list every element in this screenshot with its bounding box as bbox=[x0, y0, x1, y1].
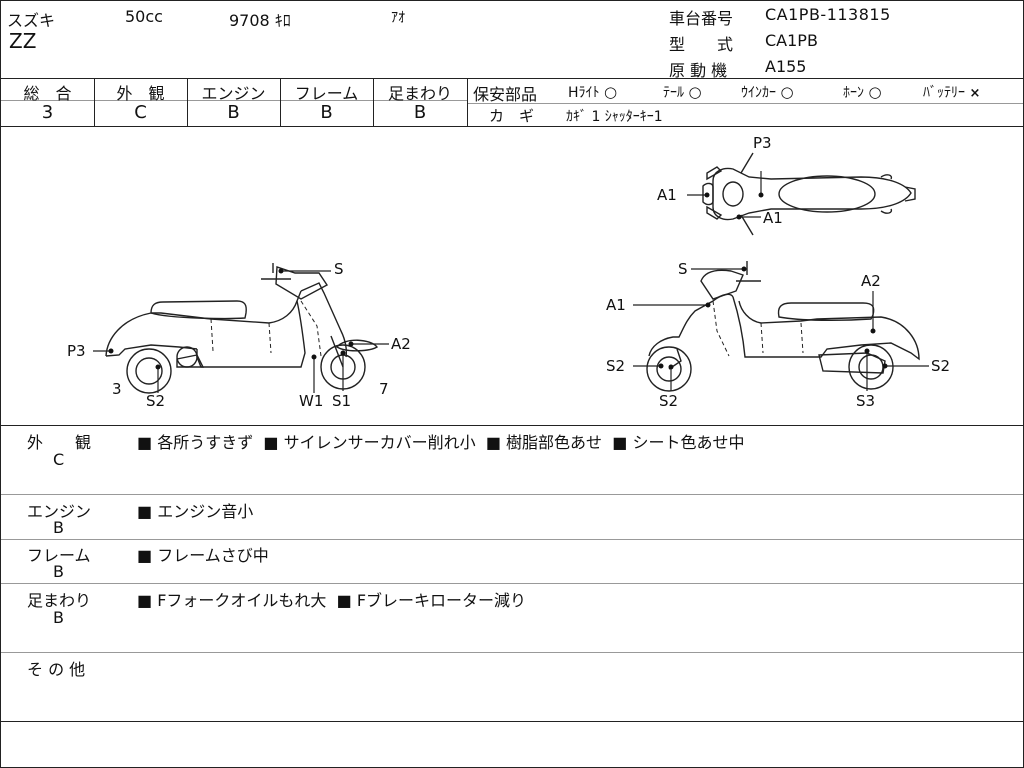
label-left-S2: S2 bbox=[146, 392, 165, 410]
remark-exterior-label: 外 観 bbox=[27, 433, 92, 452]
remark-exterior-items: ■ 各所うすきず ■ サイレンサーカバー削れ小 ■ 樹脂部色あせ ■ シート色あ… bbox=[137, 433, 745, 452]
grade-suspension-label: 足まわり bbox=[387, 84, 452, 103]
safety-mark: × bbox=[969, 86, 981, 101]
type-label: 型 式 bbox=[669, 35, 734, 54]
displacement: 50cc bbox=[125, 7, 163, 26]
grade-engine-value: B bbox=[227, 102, 240, 123]
label-left-S: S bbox=[334, 260, 344, 278]
key-label: カ ギ bbox=[489, 107, 535, 125]
remark-suspension-grade: B bbox=[53, 608, 64, 627]
safety-item-tail: ﾃｰﾙ ○ bbox=[663, 83, 702, 101]
safety-label: 保安部品 bbox=[473, 85, 538, 104]
remark-engine-label: エンジン bbox=[27, 502, 92, 521]
label-top-A1-lower: A1 bbox=[763, 209, 783, 227]
remark-exterior-grade: C bbox=[53, 450, 65, 469]
maker: スズキ bbox=[7, 11, 56, 30]
type-value: CA1PB bbox=[765, 31, 818, 50]
model-name: ZZ bbox=[9, 29, 37, 53]
engine-value: A155 bbox=[765, 57, 807, 76]
label-left-A2: A2 bbox=[391, 335, 411, 353]
scooter-top-view bbox=[702, 152, 916, 236]
safety-mark: ○ bbox=[780, 83, 794, 101]
label-right-S3: S3 bbox=[856, 392, 875, 410]
frame-no-label: 車台番号 bbox=[669, 9, 734, 28]
label-right-A2: A2 bbox=[861, 272, 881, 290]
mileage: 9708 ｷﾛ bbox=[229, 11, 291, 30]
grade-total-value: 3 bbox=[41, 102, 54, 123]
damage-diagram: S A2 P3 3 S2 W1 S1 7 P3 A1 A1 S A2 A1 S2… bbox=[67, 134, 950, 410]
safety-item-winker: ｳｲﾝｶｰ ○ bbox=[741, 83, 794, 101]
label-left-3: 3 bbox=[112, 380, 122, 398]
frame-no: CA1PB-113815 bbox=[765, 5, 891, 24]
safety-mark: ○ bbox=[688, 83, 702, 101]
key-value: ｶｷﾞ 1 ｼｬｯﾀｰｷｰ1 bbox=[566, 109, 663, 125]
remark-suspension-items: ■ Fフォークオイルもれ大 ■ Fブレーキローター減り bbox=[137, 591, 527, 610]
remark-frame-items: ■ フレームさび中 bbox=[137, 546, 269, 565]
grade-suspension-value: B bbox=[413, 102, 427, 123]
remark-suspension-label: 足まわり bbox=[27, 591, 92, 610]
safety-mark: ○ bbox=[868, 83, 882, 101]
remark-engine-grade: B bbox=[53, 518, 64, 537]
diagram-leaders bbox=[93, 171, 929, 393]
label-top-A1: A1 bbox=[657, 186, 677, 204]
safety-item-horn: ﾎｰﾝ ○ bbox=[843, 83, 882, 101]
safety-item-battery: ﾊﾞｯﾃﾘｰ × bbox=[923, 85, 981, 101]
grade-exterior-value: C bbox=[134, 102, 147, 123]
safety-mark: ○ bbox=[603, 83, 618, 101]
safety-item-headlight: Hﾗｲﾄ ○ bbox=[568, 83, 618, 101]
grade-frame-value: B bbox=[320, 102, 333, 123]
label-right-S2-front: S2 bbox=[606, 357, 625, 375]
color: ｱｵ bbox=[391, 10, 405, 26]
grade-frame-label: フレーム bbox=[294, 84, 359, 103]
label-right-S2-rear: S2 bbox=[931, 357, 950, 375]
grade-total-label: 総 合 bbox=[23, 84, 72, 103]
remark-engine-items: ■ エンジン音小 bbox=[137, 502, 254, 521]
label-left-S1: S1 bbox=[332, 392, 351, 410]
label-left-7: 7 bbox=[379, 380, 389, 398]
diagram-dots bbox=[108, 192, 888, 370]
engine-label: 原 動 機 bbox=[669, 61, 728, 80]
remark-frame-grade: B bbox=[53, 562, 64, 581]
remark-other-label: そ の 他 bbox=[27, 660, 86, 679]
label-right-S: S bbox=[678, 260, 688, 278]
grade-engine-label: エンジン bbox=[201, 84, 266, 103]
label-right-A1: A1 bbox=[606, 296, 626, 314]
label-left-W1: W1 bbox=[299, 392, 323, 410]
scooter-right-view bbox=[646, 261, 920, 392]
scooter-left-view bbox=[105, 263, 379, 394]
grade-exterior-label: 外 観 bbox=[116, 84, 165, 103]
label-right-S2-wheel: S2 bbox=[659, 392, 678, 410]
remark-frame-label: フレーム bbox=[27, 546, 91, 565]
label-top-P3: P3 bbox=[753, 134, 772, 152]
label-left-P3: P3 bbox=[67, 342, 86, 360]
